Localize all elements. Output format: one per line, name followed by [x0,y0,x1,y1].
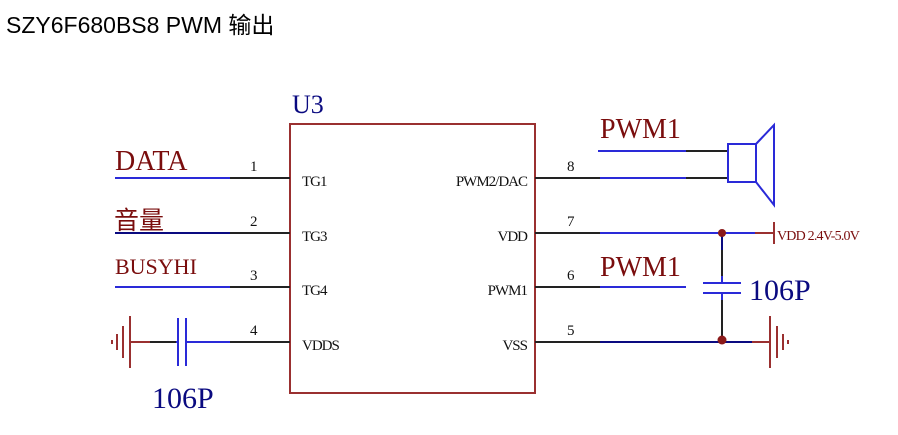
pin-name: TG3 [302,229,327,245]
pin-number: 1 [250,159,258,175]
chip-body [289,123,536,394]
net-label-busyhi: BUSYHI [115,254,197,279]
net-label-pwm1: PWM1 [600,252,681,283]
pin-name: TG4 [302,283,328,299]
pin-name: VSS [502,338,527,354]
capacitor-left-value: 106P [152,382,214,415]
left-pin-2: 2 TG3 音量 [114,206,328,245]
pin-number: 3 [250,268,258,284]
speaker-icon [727,122,775,208]
junction-dot [718,229,726,237]
pin-name: VDD [498,229,529,245]
pin-name: TG1 [302,174,327,190]
left-pin-3: 3 TG4 BUSYHI [115,254,329,299]
pin-number: 2 [250,214,258,230]
junction-dot [717,335,727,345]
ground-left-icon [111,316,131,368]
capacitor-left [176,318,192,366]
page-title: SZY6F680BS8 PWM 输出 [6,12,275,38]
left-pin-4: 4 VDDS [130,323,340,354]
right-pin-5: 5 VSS [502,323,770,354]
pin-number: 6 [567,268,575,284]
pin-number: 4 [250,323,258,339]
ground-right-icon [769,316,789,368]
pin-name: PWM2/DAC [456,174,528,190]
net-label-speaker: PWM1 [600,114,681,145]
right-pin-8: 8 PWM2/DAC [456,159,728,190]
pin-number: 5 [567,323,575,339]
capacitor-right [703,282,741,294]
pin-number: 8 [567,159,575,175]
pin-name: PWM1 [488,283,528,299]
capacitor-right-value: 106P [749,274,811,307]
net-label-data: DATA [115,146,188,177]
chip-ref: U3 [292,90,324,119]
right-pin-6: 6 PWM1 PWM1 [488,252,686,299]
left-pin-1: 1 TG1 DATA [115,146,328,190]
power-label-vdd: VDD 2.4V-5.0V [777,229,860,244]
right-pin-7: 7 VDD [498,214,775,245]
net-label-volume: 音量 [114,206,164,235]
pin-number: 7 [567,214,575,230]
pin-name: VDDS [302,338,339,354]
